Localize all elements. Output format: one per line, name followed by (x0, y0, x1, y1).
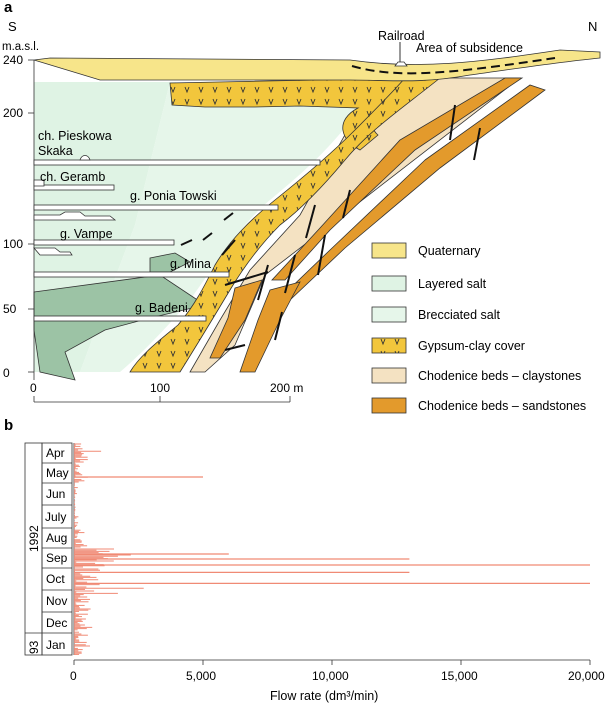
railroad-icon (394, 61, 408, 67)
distance-scale: 0 100 200 m (30, 381, 303, 403)
south-label: S (8, 19, 17, 34)
x-axis-title: Flow rate (dm³/min) (270, 689, 378, 703)
quaternary-layer (33, 49, 601, 82)
level-label-vampe: g. Vampe (60, 227, 113, 241)
panel-b-label: b (4, 417, 13, 434)
x-tick-label: 0 (70, 669, 77, 683)
legend-swatch-claystones (371, 367, 407, 384)
subsidence-line (351, 57, 556, 75)
subsidence-label: Area of subsidence (416, 41, 523, 55)
panel-a: a S N m.a.s.l. (2, 0, 601, 414)
cross-section: ch. Pieskowa Skaka ch. Geramb g. Ponia T… (33, 29, 601, 381)
year-label-1992: 1992 (27, 525, 41, 552)
level-label-pieskowa-2: Skaka (38, 144, 73, 158)
level-label-badeni: g. Badeni (135, 301, 188, 315)
mine-galleries (33, 155, 321, 322)
elev-tick-240: 240 (3, 53, 23, 67)
legend-label-sandstones: Chodenice beds – sandstones (418, 399, 586, 413)
legend-label-gypsum: Gypsum-clay cover (418, 339, 525, 353)
level-label-geramb: ch. Geramb (40, 170, 105, 184)
month-label: Jan (46, 638, 65, 652)
railroad-label: Railroad (378, 29, 425, 43)
month-label: May (46, 466, 69, 480)
elevation-axis: 240 200 100 50 0 (3, 53, 34, 380)
level-label-pieskowa-1: ch. Pieskowa (38, 129, 112, 143)
legend-swatch-gypsum (371, 337, 407, 354)
level-label-ponia-towski: g. Ponia Towski (130, 189, 217, 203)
gypsum-cover-slope (129, 77, 442, 373)
elevation-unit: m.a.s.l. (2, 41, 39, 53)
x-tick-label: 20,000 (568, 669, 605, 683)
sandstone-band-4 (209, 279, 263, 359)
month-table (24, 442, 73, 656)
month-label: Aug (46, 531, 67, 545)
legend-swatch-quaternary (371, 242, 407, 259)
year-label-93: 93 (27, 640, 41, 654)
panel-b: b 1992 93 Apr May Jun July Aug Sep Oct (4, 417, 605, 703)
legend-swatch-layered-salt (371, 275, 407, 292)
legend-label-quaternary: Quaternary (418, 244, 481, 258)
month-label: Oct (46, 572, 65, 586)
legend-swatch-brecciated-salt (371, 306, 407, 323)
month-label: Dec (46, 616, 67, 630)
month-label: Sep (46, 551, 68, 565)
faults (180, 104, 481, 351)
month-label: July (45, 510, 66, 524)
month-labels: Apr May Jun July Aug Sep Oct Nov Dec Jan (45, 446, 69, 652)
sandstone-band-1 (271, 77, 524, 281)
legend-label-claystones: Chodenice beds – claystones (418, 369, 581, 383)
elev-tick-50: 50 (3, 302, 17, 316)
dark-salt-lower (33, 274, 206, 381)
north-label: N (588, 19, 597, 34)
elev-tick-200: 200 (3, 106, 23, 120)
month-label: Nov (46, 594, 67, 608)
elev-tick-0: 0 (3, 366, 10, 380)
flow-chart: 0 5,000 10,000 15,000 20,000 Flow rate (… (70, 443, 605, 703)
x-tick-label: 10,000 (312, 669, 349, 683)
flow-marks (74, 443, 590, 655)
legend: Quaternary Layered salt Brecciated salt … (371, 242, 586, 414)
elev-tick-100: 100 (3, 237, 23, 251)
legend-label-brecciated-salt: Brecciated salt (418, 308, 501, 322)
dist-tick-0: 0 (30, 381, 37, 395)
legend-label-layered-salt: Layered salt (418, 277, 487, 291)
dist-tick-200: 200 m (270, 381, 303, 395)
level-label-mina: g. Mina (170, 257, 211, 271)
dark-salt-mid (149, 252, 191, 273)
x-tick-label: 15,000 (441, 669, 478, 683)
sandstone-band-3 (239, 281, 301, 373)
x-tick-label: 5,000 (186, 669, 216, 683)
month-label: Jun (46, 487, 65, 501)
dist-tick-100: 100 (150, 381, 170, 395)
month-label: Apr (46, 446, 65, 460)
legend-swatch-sandstones (371, 397, 407, 414)
panel-a-label: a (4, 0, 13, 16)
